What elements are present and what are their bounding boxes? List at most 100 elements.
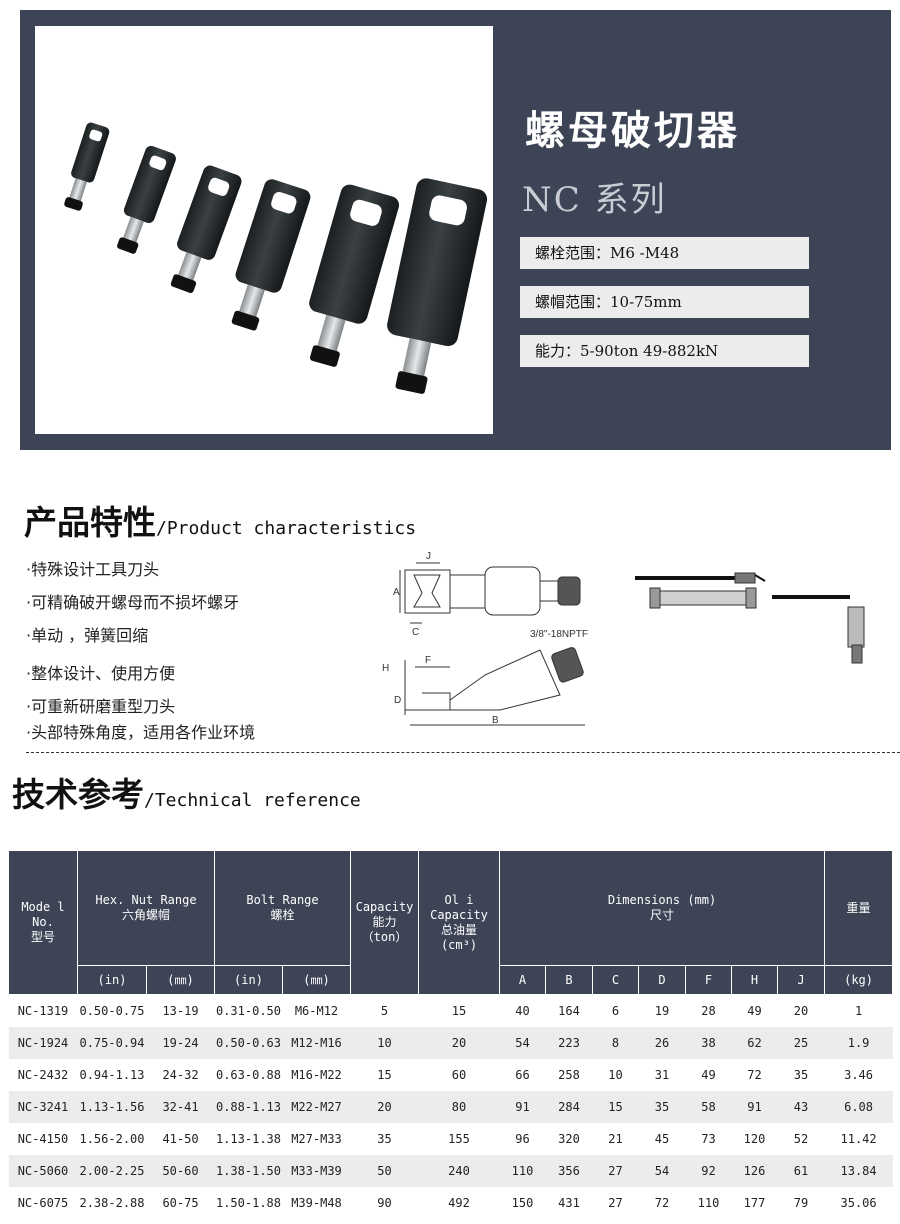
table-cell: 40 xyxy=(515,1004,530,1018)
table-cell: 6.08 xyxy=(824,1091,893,1123)
table-cell: 54 xyxy=(638,1155,686,1187)
thread-label: 3/8"-18NPTF xyxy=(530,629,588,640)
table-cell: 50-60 xyxy=(146,1155,215,1187)
dim-label-h: H xyxy=(382,663,389,674)
table-cell: 92 xyxy=(685,1155,732,1187)
dim-a: A xyxy=(499,965,546,995)
table-cell: 1.13-1.38 xyxy=(215,1132,282,1146)
table-cell: 58 xyxy=(685,1091,732,1123)
table-cell: 20 xyxy=(418,1027,500,1059)
col-model: Mode l No.型号 xyxy=(8,850,78,995)
table-cell: 320 xyxy=(558,1132,580,1146)
table-cell: 150 xyxy=(511,1196,534,1210)
table-cell: 356 xyxy=(545,1155,593,1187)
feature-item: ·整体设计、使用方便 xyxy=(26,664,176,683)
table-cell: 27 xyxy=(608,1196,623,1210)
table-cell: M6-M12 xyxy=(294,1004,339,1018)
product-series: NC 系列 xyxy=(522,180,667,220)
table-cell: 25 xyxy=(777,1027,825,1059)
table-cell: 41-50 xyxy=(162,1132,199,1146)
table-cell: 45 xyxy=(654,1132,670,1146)
table-cell: 223 xyxy=(545,1027,593,1059)
table-cell: 126 xyxy=(731,1155,778,1187)
model-cell: NC-1924 xyxy=(8,1027,78,1059)
unit-kg: (kg) xyxy=(824,965,894,995)
table-cell: 0.31-0.50 xyxy=(215,1004,282,1018)
table-cell: 49 xyxy=(747,1004,762,1018)
table-cell: 15 xyxy=(377,1068,392,1082)
table-cell: 60 xyxy=(451,1068,467,1082)
spec-capacity: 能力：5-90ton 49-882kN xyxy=(520,335,809,367)
table-cell: 284 xyxy=(545,1091,593,1123)
table-cell: 431 xyxy=(558,1196,580,1210)
dim-label-a: A xyxy=(393,587,400,598)
dim-label-c: C xyxy=(412,627,419,638)
table-cell: 62 xyxy=(731,1027,778,1059)
table-cell: 66 xyxy=(515,1068,530,1082)
table-cell: 21 xyxy=(608,1132,623,1146)
feature-item: ·特殊设计工具刀头 xyxy=(26,560,160,579)
table-cell: 19 xyxy=(654,1004,670,1018)
table-cell: 15 xyxy=(592,1091,639,1123)
dim-b: B xyxy=(545,965,593,995)
table-cell: 38 xyxy=(685,1027,732,1059)
table-cell: 164 xyxy=(558,1004,580,1018)
feature-item: ·单动 ，弹簧回缩 xyxy=(26,626,149,645)
characteristics-heading: 产品特性/Product characteristics xyxy=(24,496,416,544)
dim-label-b: B xyxy=(492,715,499,726)
table-cell: 80 xyxy=(418,1091,500,1123)
dim-label-f: F xyxy=(425,655,431,666)
spec-nut-range: 螺帽范围：10-75mm xyxy=(520,286,809,318)
table-cell: 0.94-1.13 xyxy=(79,1068,145,1082)
table-cell: M33-M39 xyxy=(282,1155,351,1187)
table-cell: 0.75-0.94 xyxy=(77,1027,147,1059)
feature-item: ·可精确破开螺母而不损坏螺牙 xyxy=(26,593,240,612)
spec-bolt-range: 螺栓范围：M6 -M48 xyxy=(520,237,809,269)
table-cell: 155 xyxy=(448,1132,470,1146)
dim-label-d: D xyxy=(394,695,401,706)
table-cell: 35.06 xyxy=(840,1196,877,1210)
table-cell: 52 xyxy=(793,1132,809,1146)
table-cell: 79 xyxy=(793,1196,809,1210)
characteristics-heading-en: /Product characteristics xyxy=(156,518,417,539)
table-cell: 24-32 xyxy=(162,1068,199,1082)
dim-f: F xyxy=(685,965,732,995)
technical-drawing: A J C 3/8"-18NPTF H D F B xyxy=(382,551,865,726)
technical-heading: 技术参考/Technical reference xyxy=(12,768,361,816)
table-cell: 5 xyxy=(380,1004,389,1018)
table-cell: 6 xyxy=(611,1004,620,1018)
table-cell: M16-M22 xyxy=(291,1068,342,1082)
table-cell: 32-41 xyxy=(146,1091,215,1123)
table-cell: 31 xyxy=(654,1068,670,1082)
col-dimensions: Dimensions (mm)尺寸 xyxy=(498,850,826,966)
section-divider xyxy=(26,752,900,753)
table-cell: 28 xyxy=(701,1004,716,1018)
table-cell: M39-M48 xyxy=(291,1196,342,1210)
table-cell: 10 xyxy=(350,1027,419,1059)
model-cell: NC-4150 xyxy=(17,1132,69,1146)
model-cell: NC-3241 xyxy=(8,1091,78,1123)
table-cell: 2.38-2.88 xyxy=(79,1196,145,1210)
table-cell: 240 xyxy=(418,1155,500,1187)
table-cell: 13.84 xyxy=(824,1155,893,1187)
technical-heading-cn: 技术参考 xyxy=(12,775,144,814)
table-cell: 110 xyxy=(697,1196,720,1210)
table-cell: 1.13-1.56 xyxy=(77,1091,147,1123)
technical-heading-en: /Technical reference xyxy=(144,790,361,811)
table-cell: 258 xyxy=(558,1068,580,1082)
table-cell: 0.50-0.75 xyxy=(79,1004,145,1018)
table-cell: 3.46 xyxy=(844,1068,874,1082)
table-cell: 19-24 xyxy=(146,1027,215,1059)
table-cell: 35 xyxy=(793,1068,809,1082)
table-cell: 120 xyxy=(743,1132,766,1146)
table-cell: 96 xyxy=(515,1132,530,1146)
table-cell: 11.42 xyxy=(840,1132,877,1146)
dim-d: D xyxy=(638,965,686,995)
